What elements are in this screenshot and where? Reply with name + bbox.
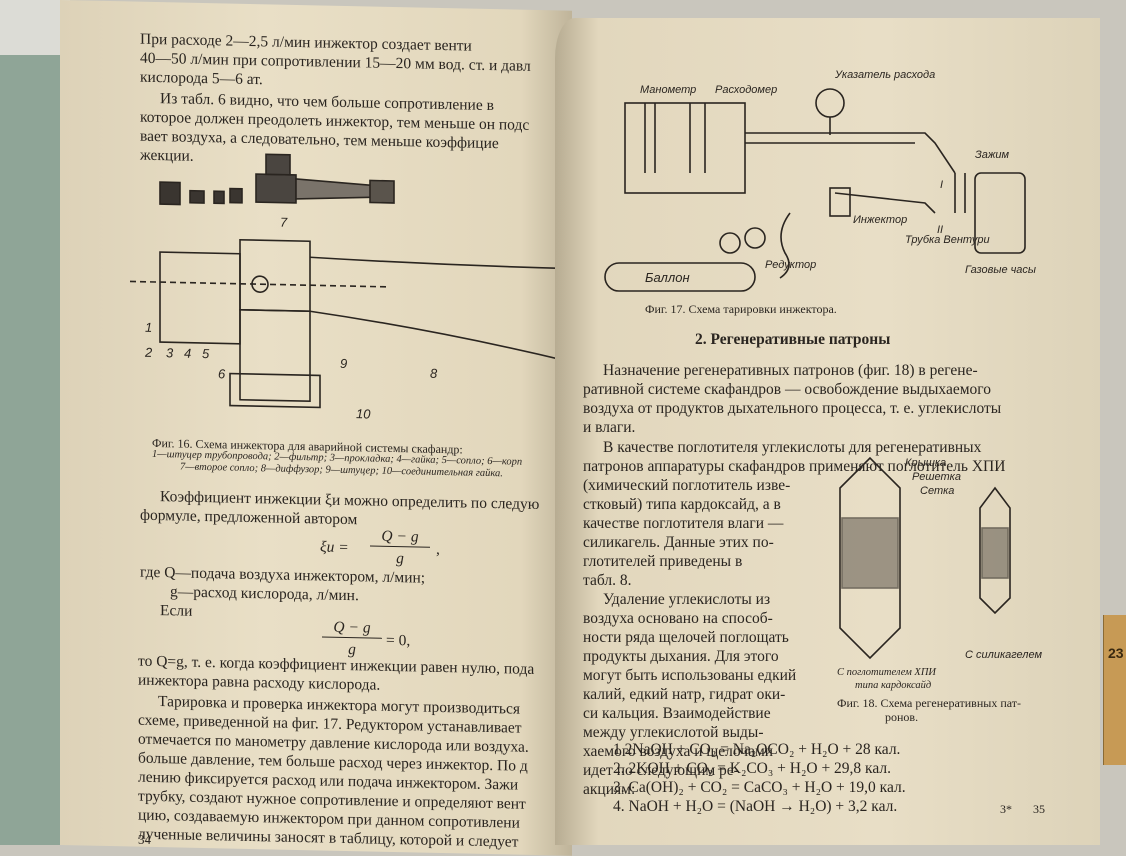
figure-caption: ронов.	[885, 710, 919, 724]
left-page: При расходе 2—2,5 л/мин инжектор создает…	[60, 0, 572, 856]
figure-caption: Фиг. 18. Схема регенеративных пат-	[837, 696, 1022, 710]
reaction-line: 2. 2KOH + CO₂ = K₂CO₃ + H₂O + 29,8 кал.	[613, 760, 891, 777]
reaction-line: 4. NaOH + H₂O = (NaOH → H₂O) + 3,2 кал.	[613, 798, 898, 815]
part-label: 9	[340, 356, 347, 371]
part-label: 10	[356, 406, 371, 421]
text-line: и влаги.	[583, 419, 636, 436]
part-label: 1	[145, 320, 152, 335]
page-number: 35	[1033, 802, 1045, 816]
text-line: воздуха основано на способ-	[583, 610, 773, 627]
page-number: 34	[138, 831, 151, 847]
signature-mark: 3*	[1000, 802, 1012, 816]
text-line: глотителей приведены в	[583, 553, 743, 570]
text-line: акциям:	[583, 781, 636, 798]
text-line: между углекислотой выды-	[583, 724, 764, 741]
text-line: Если	[160, 602, 193, 620]
text-line: продукты дыхания. Для этого	[583, 648, 779, 665]
text-line: В качестве поглотителя углекислоты для р…	[603, 439, 982, 456]
text-line: калий, едкий натр, гидрат оки-	[583, 686, 786, 703]
part-label: 3	[166, 345, 174, 360]
right-page: Манометр Расходомер Указатель расхода За…	[555, 18, 1100, 845]
part-label: 8	[430, 366, 438, 381]
figure-label: Крышка	[905, 457, 946, 469]
injector-parts-photo	[159, 153, 395, 206]
text-line: g—расход кислорода, л/мин.	[170, 583, 359, 605]
text-line: инжектора равна расходу кислорода.	[138, 671, 381, 694]
text-line: патронов аппаратуры скафандров применяют…	[583, 458, 1006, 475]
text-line: ративной системе скафандров — освобожден…	[583, 381, 991, 398]
part-label: 7	[280, 215, 288, 230]
figure-label: Сетка	[920, 485, 954, 497]
diagram-label: Баллон	[645, 270, 690, 285]
figure-caption: Фиг. 17. Схема тарировки инжектора.	[645, 302, 837, 316]
injector-figure: 7 1 2 3 4 5 6 8 9 10	[130, 153, 570, 422]
reaction-line: 3. Ca(OH)₂ + CO₂ = CaCO₃ + H₂O + 19,0 ка…	[613, 779, 906, 796]
formula-lhs: ξи =	[320, 538, 349, 557]
text-line: кислорода 5—6 ат.	[140, 68, 263, 89]
part-label: 2	[144, 345, 153, 360]
text-line: идет по следующим ре-	[583, 762, 739, 779]
part-label: 6	[218, 366, 226, 381]
text-line: хаемого воздуха и щелочами	[583, 743, 774, 760]
figure-label: типа кардоксайд	[855, 680, 932, 691]
diagram-label: Расходомер	[715, 84, 777, 96]
text-line: стковый) типа кардоксайд, а в	[583, 496, 781, 513]
formula-tail: ,	[436, 540, 440, 558]
text-line: Удаление углекислоты из	[603, 591, 771, 608]
text-line: качестве поглотителя влаги —	[583, 515, 784, 532]
diagram-label: I	[940, 179, 943, 191]
part-label: 5	[202, 346, 210, 361]
wooden-ruler: 23	[1103, 615, 1126, 765]
figure-label: С поглотителем ХПИ	[837, 667, 937, 678]
text-line: Назначение регенеративных патронов (фиг.…	[603, 362, 978, 379]
diagram-label: Манометр	[640, 84, 696, 96]
injector-section	[130, 238, 570, 409]
figure-label: С силикагелем	[965, 649, 1043, 661]
text-line: ности ряда щелочей поглощать	[583, 629, 789, 646]
diagram-label: Зажим	[975, 149, 1010, 161]
formula2-tail: = 0,	[386, 631, 411, 650]
formula-denominator: g	[396, 550, 404, 568]
text-line: табл. 8.	[583, 572, 632, 589]
text-line: си кальция. Взаимодействие	[583, 705, 771, 722]
calibration-diagram: Манометр Расходомер Указатель расхода За…	[604, 69, 1036, 292]
formula-numerator: Q − g	[370, 526, 430, 548]
text-line: силикагель. Данные этих по-	[583, 534, 774, 551]
cartridge-figure: Крышка Решетка Сетка С силикагелем	[839, 456, 1043, 661]
text-line: (химический поглотитель изве-	[583, 477, 791, 494]
section-heading: 2. Регенеративные патроны	[695, 331, 891, 348]
ruler-number: 23	[1108, 645, 1124, 661]
text-line: воздуха от продуктов дыхательного процес…	[583, 400, 1002, 417]
diagram-label: Инжектор	[853, 214, 907, 226]
reaction-line: 1 2NaOH + CO₂ = Na₂OCO₂ + H₂O + 28 кал.	[613, 741, 901, 758]
text-line: могут быть использованы едкий	[583, 667, 797, 684]
formula2-numerator: Q − g	[322, 617, 382, 639]
diagram-label: Указатель расхода	[834, 69, 935, 81]
diagram-label: Редуктор	[765, 259, 816, 271]
figure-label: Решетка	[912, 471, 961, 483]
diagram-label: Газовые часы	[965, 264, 1036, 276]
background-wall	[0, 0, 70, 60]
text-line: формуле, предложенной автором	[140, 506, 358, 529]
diagram-label: II	[937, 224, 943, 236]
part-label: 4	[184, 346, 191, 361]
diagram-label: Трубка Вентури	[905, 234, 990, 246]
